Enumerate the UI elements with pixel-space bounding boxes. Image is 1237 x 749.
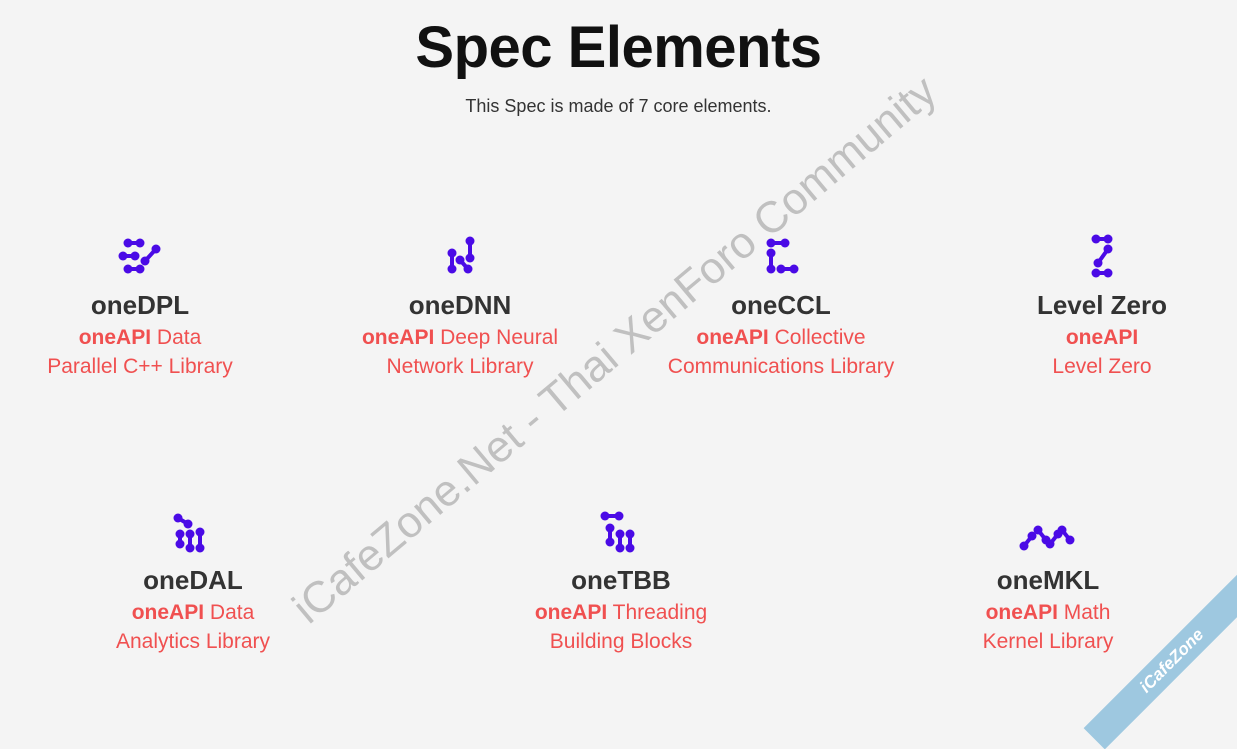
- description-line1: Collective: [774, 326, 866, 349]
- description-line1: Deep Neural: [440, 326, 559, 349]
- description-line2: Analytics Library: [115, 630, 271, 653]
- brand-label: oneAPI: [361, 326, 435, 349]
- element-description: oneAPI Level Zero: [952, 323, 1237, 381]
- description-line1: Data: [156, 326, 202, 349]
- element-name: oneCCL: [731, 290, 831, 320]
- brand-label: oneAPI: [985, 601, 1058, 624]
- element-name: Level Zero: [1036, 290, 1168, 320]
- element-name: oneDNN: [408, 290, 512, 320]
- description-line2: Parallel C++ Library: [47, 355, 233, 378]
- description-line2: Network Library: [386, 355, 534, 378]
- brand-label: oneAPI: [131, 601, 205, 624]
- page-title: Spec Elements: [415, 15, 822, 80]
- description-line2: Building Blocks: [549, 630, 693, 653]
- onedal-icon: [173, 513, 205, 553]
- element-name: oneMKL: [996, 565, 1100, 595]
- description-line1: Data: [209, 601, 255, 624]
- onetbb-icon: [600, 511, 635, 553]
- onednn-icon: [447, 236, 475, 274]
- description-line2: Communications Library: [667, 355, 895, 378]
- element-name: oneTBB: [571, 565, 671, 595]
- oneccl-icon: [766, 238, 799, 274]
- brand-label: oneAPI: [696, 326, 769, 349]
- description-line2: Level Zero: [1052, 355, 1152, 378]
- description-line1: Threading: [612, 601, 708, 624]
- description-line2: Kernel Library: [982, 630, 1114, 653]
- onemkl-icon: [1019, 525, 1075, 551]
- level-zero-icon: [1091, 234, 1113, 278]
- element-name: oneDPL: [90, 290, 190, 320]
- brand-label: oneAPI: [1065, 326, 1139, 349]
- description-line1: Math: [1063, 601, 1111, 624]
- brand-label: oneAPI: [78, 326, 152, 349]
- page-subtitle: This Spec is made of 7 core elements.: [465, 96, 772, 116]
- onedpl-icon: [118, 238, 161, 274]
- element-name: oneDAL: [143, 565, 243, 595]
- brand-label: oneAPI: [534, 601, 608, 624]
